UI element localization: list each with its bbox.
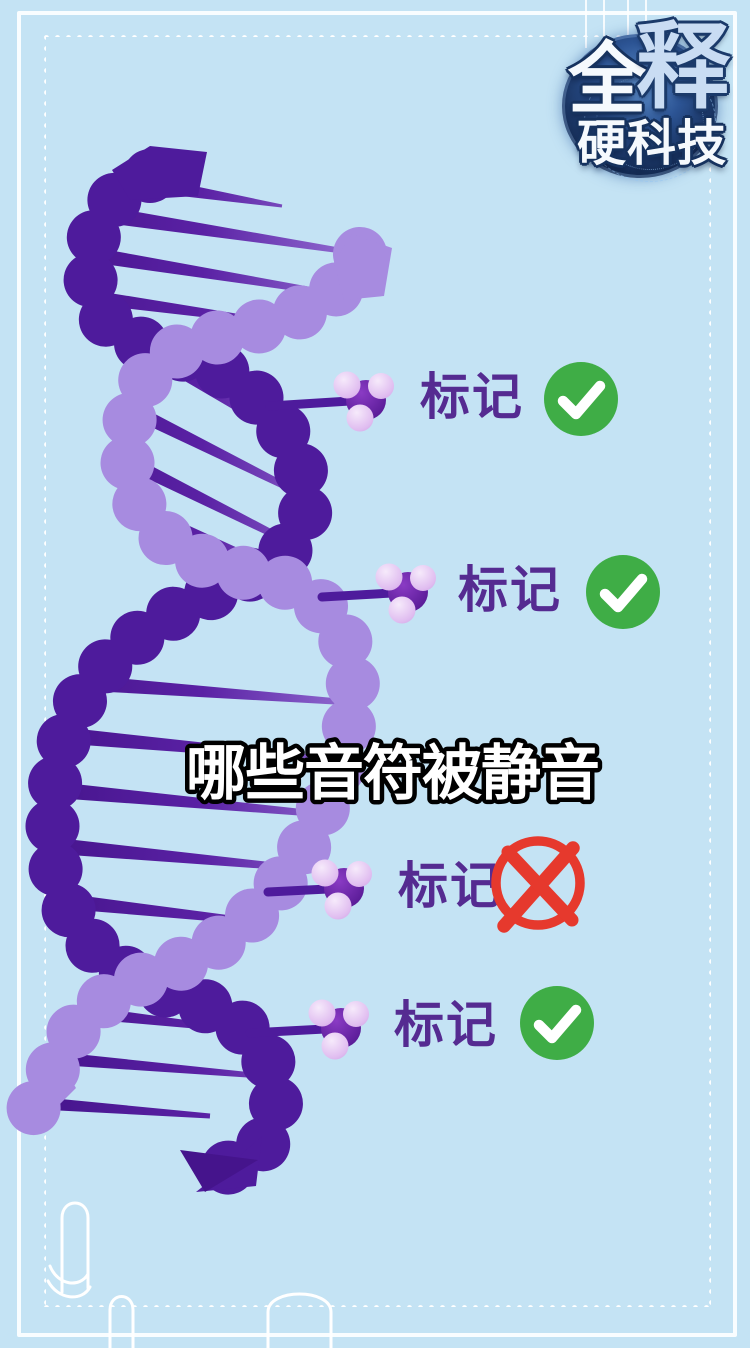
dna-strand-light-cap (334, 234, 392, 300)
decor-squiggle (46, 1201, 333, 1348)
dna-rung (55, 782, 321, 817)
tag-label-1: 标记 (420, 369, 524, 425)
methyl-tag-molecule-icon (317, 563, 436, 624)
methyl-tag-molecule-icon (263, 859, 372, 920)
molecule-sphere (410, 565, 436, 591)
cross-icon (491, 836, 585, 933)
page-title: 哪些音符被静音 (186, 740, 599, 807)
molecule-sphere (324, 892, 352, 920)
dna-strand-dark-end-fold (180, 1150, 258, 1192)
badge-ring-icon (596, 74, 704, 170)
dna-strand-dark-end (196, 1136, 262, 1192)
dotted-border-top (41, 32, 711, 37)
decor-line (585, 0, 587, 48)
molecule-stem (265, 396, 355, 411)
tag-label-4: 标记 (394, 997, 498, 1053)
dna-rung (69, 728, 335, 763)
molecule-sphere (321, 1032, 349, 1060)
decor-line (645, 0, 647, 35)
badge-char-shi: 释 (636, 14, 731, 119)
channel-badge: 全 释 硬科技 (552, 14, 750, 182)
molecule-sphere (308, 999, 336, 1027)
molecule-stem (317, 588, 397, 602)
dotted-border-left (41, 32, 46, 1310)
badge-ring-icon (584, 62, 716, 182)
decor-line (627, 0, 629, 50)
molecule-sphere (343, 1001, 369, 1027)
molecule-sphere (311, 859, 339, 887)
dna-strand-dark-cap (112, 146, 207, 200)
tag-label-2: 标记 (458, 562, 562, 618)
dotted-border-bottom (41, 1302, 711, 1307)
tag-label-3: 标记 (398, 858, 502, 914)
check-icon (520, 986, 594, 1060)
dna-rung (112, 208, 351, 255)
molecule-stem (263, 884, 333, 897)
dna-rung (49, 1098, 211, 1119)
dna-rung (56, 838, 297, 871)
dna-strand-dark (25, 149, 333, 1195)
molecule-stem (245, 1024, 330, 1038)
outer-solid-border (17, 11, 737, 1337)
molecule-sphere (368, 373, 394, 399)
dna-strand-light-end (16, 1058, 76, 1130)
molecule-sphere (346, 861, 372, 887)
check-icon (544, 362, 618, 436)
dotted-border-right (706, 32, 711, 1310)
molecule-sphere (375, 563, 403, 591)
molecule-sphere (333, 371, 361, 399)
methyl-tag-molecule-icon (265, 371, 394, 432)
dna-rung (98, 248, 336, 297)
molecule-sphere (346, 404, 374, 432)
badge-char-quan: 全 (568, 35, 647, 123)
dna-rung (99, 676, 345, 705)
methyl-tag-molecules (245, 371, 436, 1060)
dna-rung (136, 407, 307, 499)
badge-text-yingkeji: 硬科技 (576, 117, 727, 171)
check-icon (586, 555, 660, 629)
dna-rung (129, 457, 299, 549)
methyl-tag-molecule-icon (245, 999, 369, 1060)
badge-disc (562, 34, 718, 182)
dna-rung (51, 1051, 263, 1079)
dna-strand-light (0, 227, 387, 1151)
molecule-sphere (388, 596, 416, 624)
